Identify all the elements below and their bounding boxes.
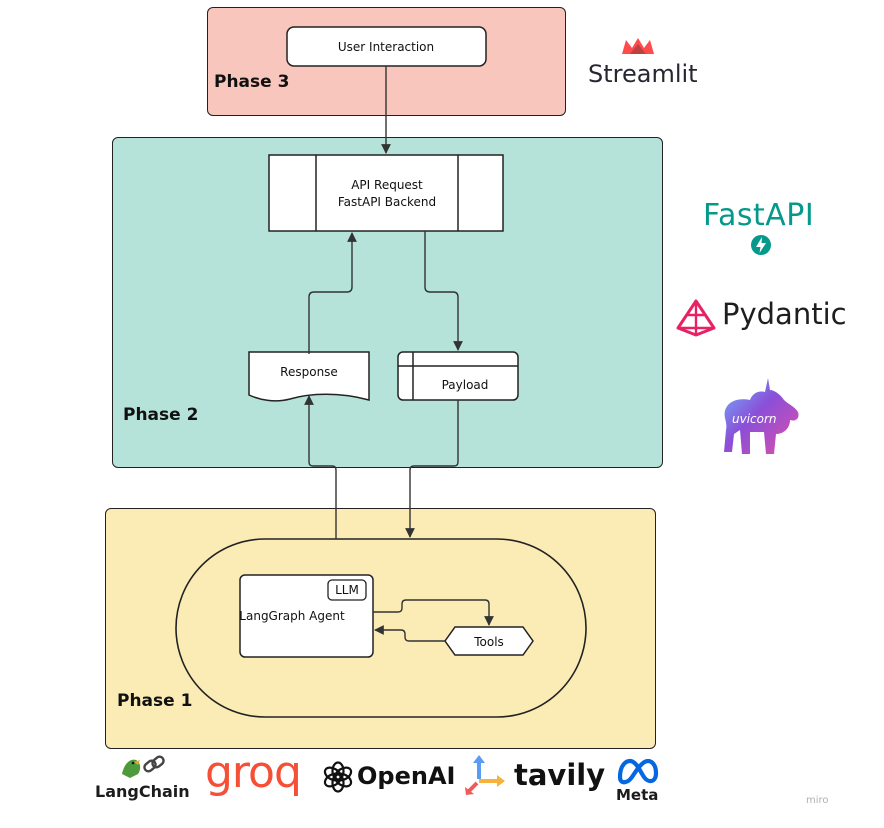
langchain-logo-text: LangChain [95, 782, 190, 801]
openai-logo-icon [323, 761, 353, 793]
openai-logo-text: OpenAI [357, 762, 456, 790]
user-interaction-text: User Interaction [338, 40, 434, 54]
meta-logo-text: Meta [616, 786, 659, 804]
phase-1-label: Phase 1 [117, 691, 193, 711]
langchain-parrot-icon [122, 755, 165, 778]
arrow-payload-to-agent [405, 400, 459, 538]
meta-infinity-icon [617, 758, 659, 785]
response-text: Response [280, 365, 338, 379]
api-request-text-line2: FastAPI Backend [338, 195, 436, 209]
groq-logo-text: groq [205, 747, 302, 798]
streamlit-crown-icon [622, 38, 654, 54]
api-request-text-line1: API Request [351, 178, 423, 192]
arrow-tools-to-agent [374, 625, 445, 642]
response-node [248, 351, 370, 402]
pydantic-logo-icon [676, 299, 716, 337]
tools-text: Tools [473, 635, 504, 649]
tavily-logo-text: tavily [514, 758, 606, 792]
payload-text: Payload [442, 378, 489, 392]
streamlit-logo-text: Streamlit [588, 60, 698, 88]
arrow-agent-to-response [304, 395, 337, 539]
uvicorn-unicorn-icon [724, 378, 799, 454]
tavily-arrows-icon [465, 755, 505, 795]
arrow-response-to-api [308, 232, 357, 354]
arrow-agent-to-tools [373, 599, 494, 626]
llm-text: LLM [335, 583, 359, 597]
miro-watermark: miro [806, 795, 829, 806]
pydantic-logo-text: Pydantic [722, 297, 847, 331]
phase-2-label: Phase 2 [123, 405, 199, 425]
arrow-api-to-payload [424, 231, 463, 351]
uvicorn-logo-text: uvicorn [732, 412, 777, 426]
payload-node [397, 351, 519, 401]
phase-3-label: Phase 3 [214, 72, 290, 92]
agent-text: LangGraph Agent [239, 609, 345, 623]
llm-badge [327, 579, 367, 601]
api-request-node [268, 154, 504, 232]
fastapi-logo-text: FastAPI [703, 198, 815, 233]
fastapi-bolt-icon [751, 235, 771, 255]
